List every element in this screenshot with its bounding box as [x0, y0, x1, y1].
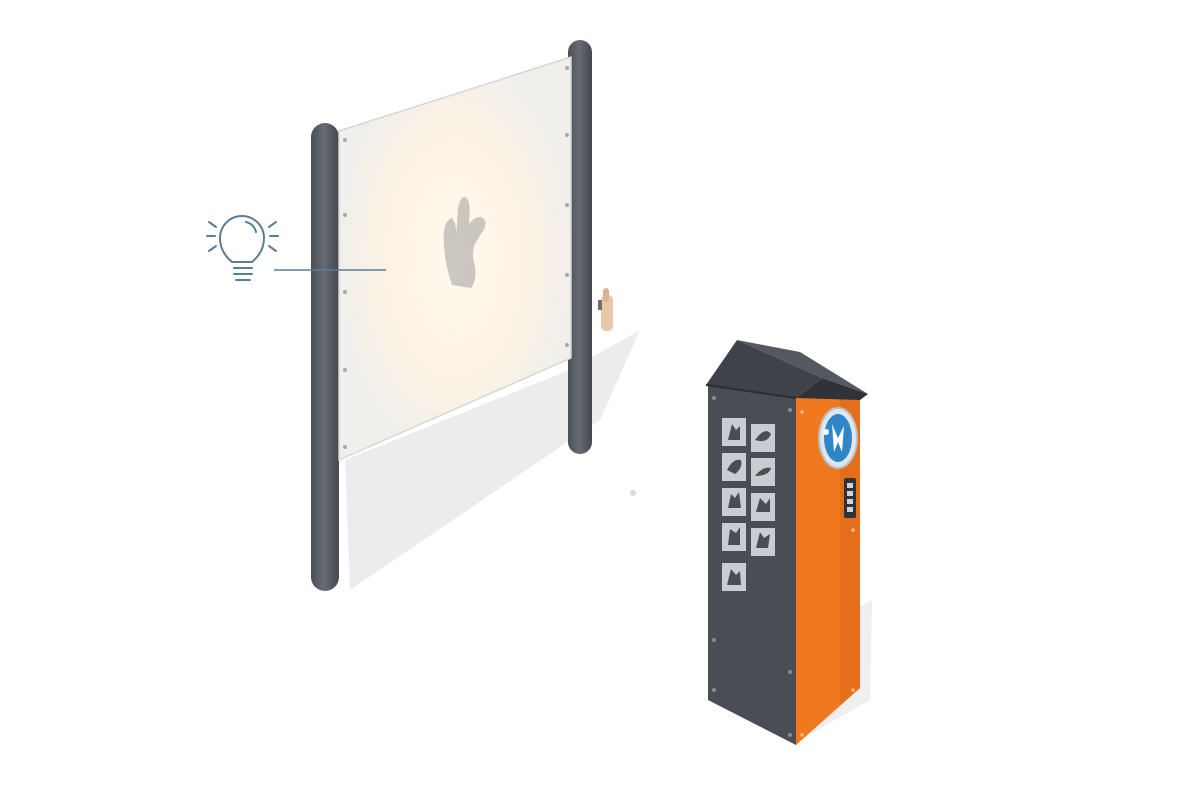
tile-3 — [722, 453, 746, 481]
dial[interactable] — [818, 407, 858, 469]
tile-8 — [751, 528, 775, 556]
battery-indicator-icon — [844, 478, 856, 518]
left-post — [311, 123, 339, 591]
tile-1 — [722, 418, 746, 446]
tile-2 — [751, 424, 775, 452]
tile-4 — [751, 458, 775, 486]
tile-6 — [751, 493, 775, 521]
tile-9 — [722, 563, 746, 591]
hand-ok-shadow-icon — [443, 197, 486, 288]
shadow-panel — [311, 40, 592, 591]
tile-7 — [722, 523, 746, 551]
right-post — [568, 40, 592, 454]
light-bulb-icon — [206, 215, 279, 281]
column-roof — [706, 340, 822, 398]
control-column — [705, 340, 868, 745]
ground-mark — [630, 490, 636, 496]
tile-5 — [722, 488, 746, 516]
shadow-tiles — [722, 418, 775, 591]
screen-bolts — [343, 66, 569, 449]
hand-crank-icon — [598, 288, 613, 331]
